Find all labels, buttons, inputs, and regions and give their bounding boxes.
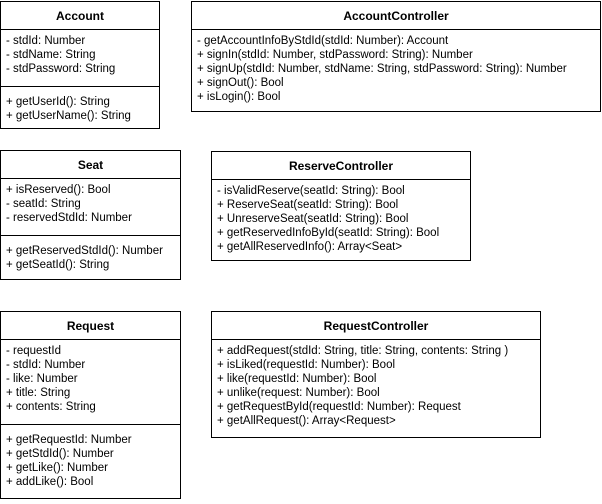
class-seat-name: Seat — [1, 151, 180, 179]
attribute: - reservedStdId: Number — [6, 212, 132, 224]
method: + UnreserveSeat(seatId: String): Bool — [217, 213, 409, 225]
class-request-controller[interactable]: RequestController + addRequest(stdId: St… — [211, 311, 541, 438]
method: + addLike(): Bool — [6, 476, 94, 488]
class-account-attributes: - stdId: Number - stdName: String - stdP… — [1, 30, 159, 86]
attribute: - stdId: Number — [6, 35, 86, 47]
class-account-methods: + getUserId(): String + getUserName(): S… — [1, 86, 159, 123]
class-request-controller-methods: + addRequest(stdId: String, title: Strin… — [212, 340, 540, 428]
method: + getUserName(): String — [6, 110, 131, 122]
method: + isLogin(): Bool — [197, 91, 281, 103]
method: - getAccountInfoByStdId(stdId: Number): … — [197, 35, 449, 47]
class-seat-attributes: + isReserved(): Bool - seatId: String - … — [1, 179, 180, 235]
method: + like(requestId: Number): Bool — [217, 373, 377, 385]
class-reserve-controller-name: ReserveController — [212, 152, 470, 180]
attribute: - stdName: String — [6, 49, 96, 61]
method: + getAllRequest(): Array<Request> — [217, 415, 396, 427]
method: + getRequestId: Number — [6, 434, 132, 446]
method: + getReservedStdId(): Number — [6, 245, 163, 257]
class-account-name: Account — [1, 2, 159, 30]
attribute: + title: String — [6, 387, 71, 399]
attribute: - stdPassword: String — [6, 63, 116, 75]
method: + signUp(stdId: Number, stdName: String,… — [197, 63, 567, 75]
attribute: - like: Number — [6, 373, 78, 385]
class-account-controller-methods: - getAccountInfoByStdId(stdId: Number): … — [192, 30, 600, 104]
method: + isLiked(requestId: Number): Bool — [217, 359, 396, 371]
attribute: + isReserved(): Bool — [6, 184, 111, 196]
method: + getUserId(): String — [6, 96, 110, 108]
class-reserve-controller-methods: - isValidReserve(seatId: String): Bool +… — [212, 180, 470, 254]
method: + getStdId(): Number — [6, 448, 114, 460]
method: + ReserveSeat(seatId: String): Bool — [217, 199, 399, 211]
class-reserve-controller[interactable]: ReserveController - isValidReserve(seatI… — [211, 151, 471, 261]
method: + signOut(): Bool — [197, 77, 284, 89]
class-account-controller-name: AccountController — [192, 2, 600, 30]
class-request[interactable]: Request - requestId - stdId: Number - li… — [0, 311, 181, 499]
class-seat-methods: + getReservedStdId(): Number + getSeatId… — [1, 235, 180, 272]
method: + addRequest(stdId: String, title: Strin… — [217, 345, 509, 357]
method: + getLike(): Number — [6, 462, 108, 474]
method: + getReservedInfoById(seatId: String): B… — [217, 227, 440, 239]
class-request-methods: + getRequestId: Number + getStdId(): Num… — [1, 424, 180, 489]
method: - isValidReserve(seatId: String): Bool — [217, 185, 405, 197]
method: + getRequestById(requestId: Number): Req… — [217, 401, 461, 413]
class-request-attributes: - requestId - stdId: Number - like: Numb… — [1, 340, 180, 424]
method: + getAllReservedInfo(): Array<Seat> — [217, 241, 403, 253]
method: + unlike(request: Number): Bool — [217, 387, 380, 399]
class-account-controller[interactable]: AccountController - getAccountInfoByStdI… — [191, 1, 601, 112]
method: + signIn(stdId: Number, stdPassword: Str… — [197, 49, 473, 61]
attribute: - seatId: String — [6, 198, 81, 210]
class-account[interactable]: Account - stdId: Number - stdName: Strin… — [0, 1, 160, 129]
class-request-controller-name: RequestController — [212, 312, 540, 340]
class-seat[interactable]: Seat + isReserved(): Bool - seatId: Stri… — [0, 150, 181, 280]
attribute: - requestId — [6, 345, 61, 357]
method: + getSeatId(): String — [6, 259, 110, 271]
class-request-name: Request — [1, 312, 180, 340]
attribute: - stdId: Number — [6, 359, 86, 371]
attribute: + contents: String — [6, 401, 96, 413]
